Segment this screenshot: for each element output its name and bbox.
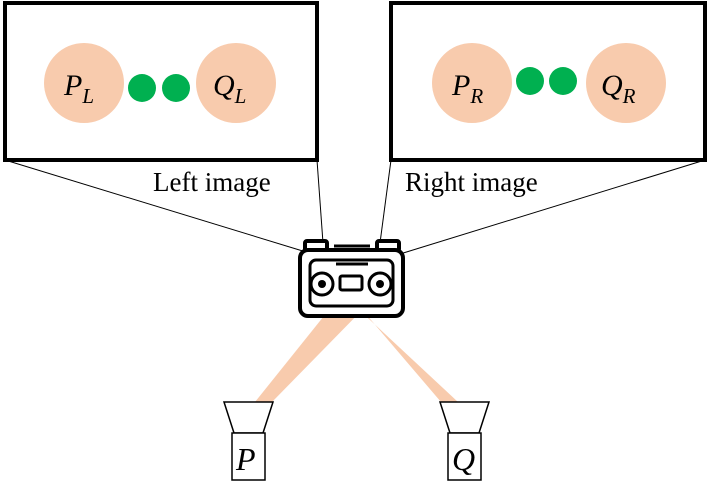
marker-q-label: Q	[452, 441, 475, 477]
right-image-panel: PR QR	[389, 1, 707, 162]
left-label-p: PL	[63, 69, 94, 108]
marker-p: P	[222, 401, 275, 481]
right-image-caption: Right image	[405, 167, 538, 197]
left-circle-p	[44, 43, 124, 123]
marker-q: Q	[438, 401, 491, 481]
right-outer-projection-line	[399, 159, 706, 255]
marker-p-icon	[222, 401, 275, 434]
projection-lines	[4, 159, 706, 255]
left-inner-projection-line	[316, 159, 324, 244]
left-dot-1	[128, 74, 156, 102]
left-label-q: QL	[213, 69, 246, 108]
right-dot-2	[549, 67, 577, 95]
left-outer-projection-line	[4, 159, 307, 253]
left-image-panel: PL QL	[3, 1, 319, 162]
left-dot-2	[162, 74, 190, 102]
left-image-caption: Left image	[153, 167, 271, 197]
right-label-q: QR	[601, 69, 636, 108]
marker-q-icon	[438, 401, 491, 434]
right-circle-q	[586, 43, 666, 123]
left-circle-q	[196, 43, 276, 123]
marker-q-box	[447, 432, 482, 481]
marker-p-label: P	[235, 441, 256, 477]
right-label-p: PR	[451, 69, 483, 108]
right-circle-p	[432, 43, 512, 123]
right-inner-projection-line	[379, 159, 392, 244]
stereo-camera-icon	[298, 239, 405, 318]
marker-p-box	[231, 432, 266, 481]
right-dot-1	[516, 67, 544, 95]
